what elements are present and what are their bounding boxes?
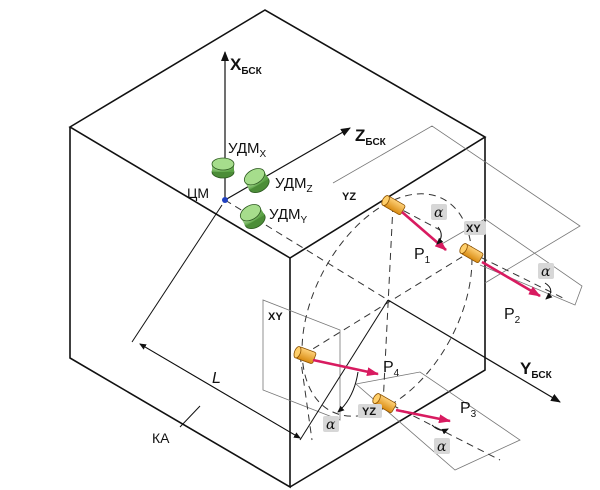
cube-right-face — [289, 137, 486, 488]
alpha-arc-p3 — [431, 424, 449, 435]
sensor-udm-x-label: УДМX — [228, 140, 267, 160]
diameter-vertical — [382, 204, 394, 406]
alpha-label-p3: α — [437, 439, 447, 455]
plane-yz-label-top: YZ — [342, 191, 356, 203]
axis-x-label: XБСК — [230, 55, 263, 77]
ka-leader-line — [179, 405, 201, 428]
plane-yz-label-bottom: YZ — [362, 406, 376, 418]
thruster-circle — [301, 193, 473, 417]
axis-y-label: YБСК — [520, 359, 553, 381]
thruster-p2-label: P2 — [504, 306, 521, 326]
axis-z-label: ZБСК — [355, 126, 387, 148]
plane-xy-label-right: XY — [466, 223, 481, 235]
alpha-ref-line-right — [469, 251, 564, 299]
center-of-mass-dot — [222, 197, 228, 203]
sensor-udm-y — [239, 204, 266, 230]
dim-arrow-back — [139, 343, 301, 439]
body-label: КА — [152, 430, 170, 446]
alpha-arc-p1 — [436, 226, 444, 245]
label-chips — [323, 204, 554, 454]
thruster-p4-label: P4 — [383, 359, 400, 379]
dimension-l — [131, 204, 389, 441]
center-of-mass-label: ЦМ — [187, 185, 209, 201]
plane-yz-lower — [355, 371, 521, 471]
thruster-p1 — [381, 195, 406, 215]
sensor-udm-z-label: УДМZ — [275, 175, 313, 195]
thrust-vector-p3 — [395, 408, 451, 424]
thrust-planes — [262, 125, 583, 471]
plane-yz-upper — [332, 125, 581, 284]
sensor-udm-x — [211, 157, 235, 179]
cube-left-face — [69, 127, 291, 489]
thruster-p4 — [293, 346, 317, 364]
thruster-p3-label: P3 — [460, 400, 477, 420]
thrust-vector-p2 — [481, 260, 541, 298]
plane-xy-right — [439, 218, 583, 306]
alpha-arcs — [337, 226, 553, 435]
thruster-p1-label: P1 — [414, 246, 431, 266]
axis-z-arrow — [224, 127, 351, 201]
thrust-vector-p4 — [312, 358, 379, 377]
alpha-label-p1: α — [434, 205, 444, 221]
plane-xy-left — [262, 299, 341, 421]
thruster-p3 — [372, 393, 397, 413]
plane-xy-label-left: XY — [268, 311, 283, 323]
alpha-ref-line-top — [392, 204, 441, 231]
thruster-p2 — [459, 243, 484, 263]
sensor-udm-z — [243, 168, 270, 194]
axes — [221, 51, 561, 403]
alpha-ref-line-left — [299, 354, 313, 441]
alpha-label-p4: α — [326, 417, 336, 433]
alpha-arc-p2 — [544, 282, 553, 300]
axis-y-extension — [224, 199, 389, 301]
dimension-l-label: L — [212, 370, 221, 387]
diameter-diagonal — [302, 251, 471, 356]
dim-ext-line-1 — [131, 204, 223, 343]
sensor-udm-y-label: УДМY — [269, 206, 308, 226]
spacecraft-cube — [68, 9, 487, 489]
alpha-label-p2: α — [541, 264, 551, 280]
alpha-arc-p4 — [337, 371, 359, 413]
dim-ext-line-2 — [299, 299, 389, 441]
axis-y-arrow — [387, 299, 561, 403]
